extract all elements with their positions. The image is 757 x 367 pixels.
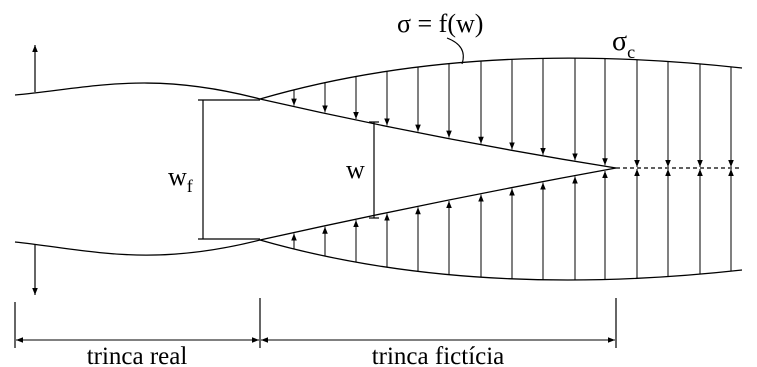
wf-label: wf bbox=[168, 162, 193, 196]
real-crack-label: trinca real bbox=[87, 343, 188, 367]
stress-function-label: σ = f(w) bbox=[397, 9, 483, 38]
lower-crack-fictitious-face bbox=[259, 167, 617, 241]
lower-crack-left-face bbox=[14, 239, 261, 256]
w-label: w bbox=[346, 155, 365, 184]
lower-cohesive-stress-arrows bbox=[291, 169, 734, 280]
stress-function-leader bbox=[446, 37, 464, 65]
upper-crack-left-face bbox=[14, 82, 261, 100]
fictitious-crack-label: trinca fictícia bbox=[372, 343, 505, 367]
bottom-stress-envelope bbox=[259, 239, 743, 281]
top-stress-envelope bbox=[259, 57, 743, 100]
critical-stress-label: σc bbox=[612, 26, 635, 62]
upper-crack-fictitious-face bbox=[259, 98, 617, 169]
upper-cohesive-stress-arrows bbox=[291, 58, 734, 167]
